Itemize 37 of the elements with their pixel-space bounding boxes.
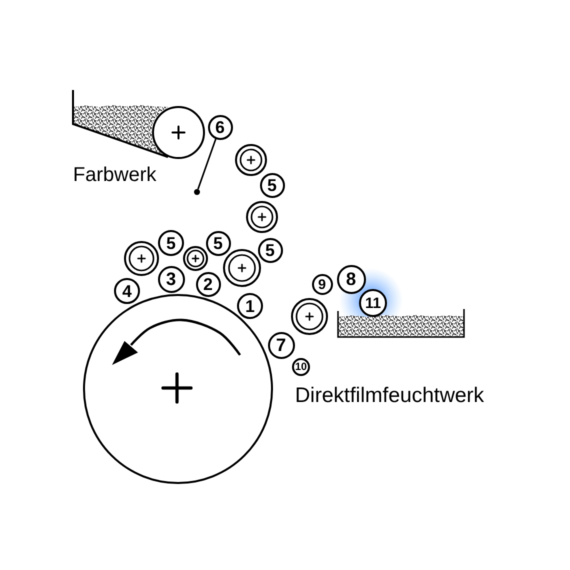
roller — [223, 249, 261, 287]
numbered-roller — [196, 272, 220, 296]
numbered-roller — [336, 264, 366, 294]
callout-number: 1 — [245, 298, 255, 314]
roller — [182, 246, 208, 270]
callout-number: 11 — [365, 296, 381, 310]
callout-number: 9 — [318, 277, 326, 291]
roller — [124, 240, 158, 276]
numbered-roller — [158, 230, 184, 256]
numbered-roller — [268, 332, 294, 358]
callout-number: 6 — [215, 118, 225, 136]
numbered-roller — [206, 230, 230, 256]
callout-number: 3 — [166, 270, 176, 288]
callout-number: 10 — [295, 362, 307, 372]
fountain-roller — [152, 106, 204, 158]
roller — [246, 201, 278, 233]
section-label: Farbwerk — [73, 165, 156, 185]
numbered-roller — [312, 274, 332, 294]
connector-line — [197, 138, 217, 190]
pivot-dot — [194, 189, 200, 195]
callout-number: 4 — [122, 282, 132, 300]
callout-number: 5 — [213, 234, 223, 252]
roller — [290, 298, 328, 334]
callout-number: 5 — [166, 234, 176, 252]
callout-number: 5 — [267, 176, 277, 194]
callout-number: 7 — [276, 336, 286, 354]
callout-number: 2 — [203, 276, 213, 292]
callout-number: 5 — [265, 242, 275, 258]
section-label: Direktfilmfeuchtwerk — [295, 385, 484, 406]
numbered-roller — [258, 238, 282, 262]
numbered-roller — [208, 114, 232, 140]
callout-number: 8 — [346, 270, 356, 288]
numbered-roller — [260, 172, 284, 198]
numbered-roller — [292, 358, 310, 376]
numbered-roller — [158, 266, 184, 292]
numbered-roller — [114, 278, 140, 304]
roller — [235, 144, 267, 176]
